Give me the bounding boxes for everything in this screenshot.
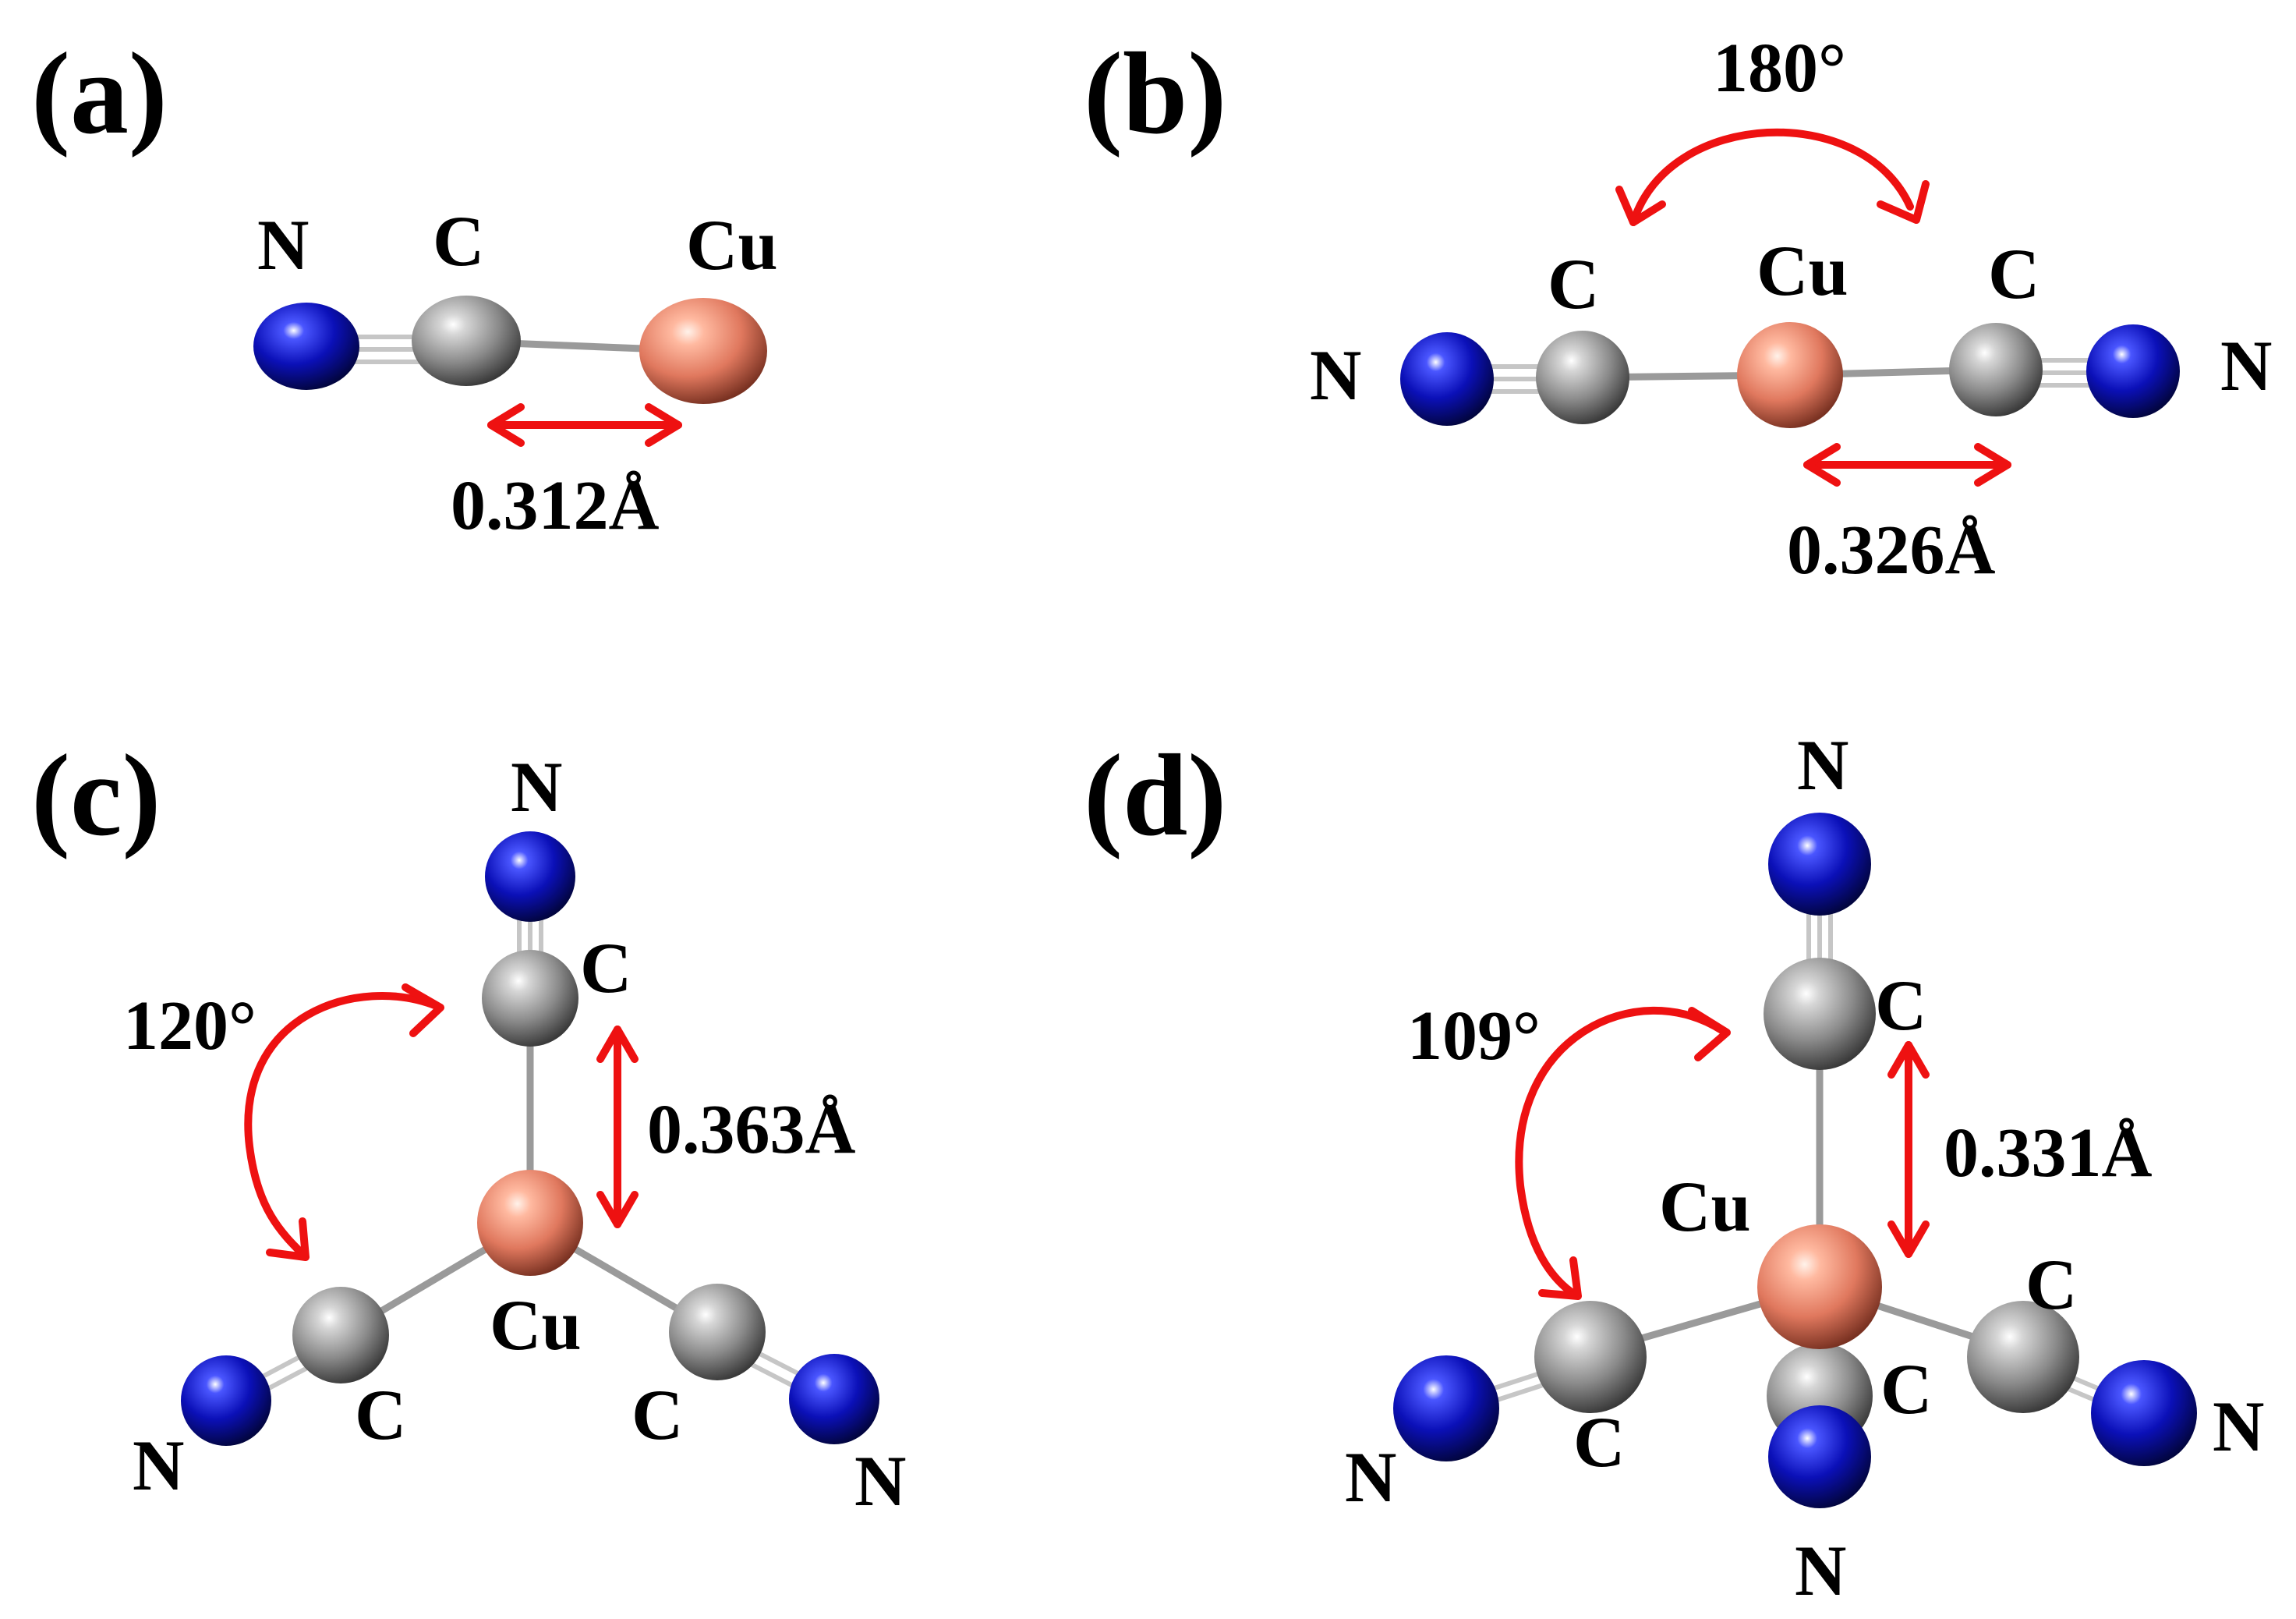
angle-label: 120° xyxy=(123,987,256,1065)
nitrogen-atom xyxy=(789,1354,879,1444)
atom-label-n: N xyxy=(2220,326,2272,406)
carbon-atom xyxy=(1949,323,2043,416)
atom-label-n: N xyxy=(133,1426,184,1505)
panel-d-label: (d) xyxy=(1084,731,1226,860)
panel-a-label: (a) xyxy=(31,29,168,158)
angle-arrow xyxy=(1615,128,1930,226)
carbon-atom xyxy=(482,950,578,1047)
angle-arrow xyxy=(244,983,444,1261)
nitrogen-atom xyxy=(181,1355,271,1446)
atom-label-n: N xyxy=(1797,725,1848,805)
nitrogen-atom xyxy=(2086,324,2180,418)
atom-label-c: C xyxy=(580,928,631,1008)
atom-label-c: C xyxy=(631,1375,683,1454)
atom-label-n: N xyxy=(1795,1531,1846,1610)
atom-label-n: N xyxy=(2213,1387,2264,1466)
atom-label-c: C xyxy=(433,201,484,281)
panel-c: (c) N C Cu C N C N xyxy=(31,731,906,1521)
nitrogen-atom xyxy=(253,303,359,390)
atom-label-c: C xyxy=(1875,965,1926,1045)
atom-label-cu: Cu xyxy=(686,205,778,285)
atom-label-cu: Cu xyxy=(1756,231,1848,310)
copper-atom xyxy=(477,1170,583,1276)
nitrogen-atom xyxy=(1768,813,1871,916)
atom-label-n: N xyxy=(1310,335,1361,415)
angle-label: 180° xyxy=(1713,30,1846,107)
nitrogen-atom xyxy=(1393,1355,1499,1461)
atom-label-cu: Cu xyxy=(490,1285,582,1365)
distance-label: 0.331Å xyxy=(1944,1114,2153,1192)
atom-label-c: C xyxy=(1573,1402,1625,1482)
copper-atom xyxy=(1757,1224,1882,1349)
atom-label-c: C xyxy=(355,1375,406,1454)
panel-c-label: (c) xyxy=(31,731,161,860)
carbon-atom xyxy=(1764,958,1876,1070)
nitrogen-atom xyxy=(1768,1405,1871,1508)
distance-arrow xyxy=(596,1026,639,1228)
nitrogen-atom xyxy=(2091,1360,2197,1466)
distance-arrow xyxy=(1887,1041,1930,1258)
carbon-atom xyxy=(669,1284,766,1380)
carbon-atom xyxy=(292,1287,389,1383)
carbon-atom xyxy=(412,296,521,386)
angle-label: 109° xyxy=(1407,997,1541,1075)
distance-label: 0.363Å xyxy=(647,1091,856,1168)
nitrogen-atom xyxy=(1400,332,1494,426)
carbon-atom xyxy=(1536,331,1629,424)
nitrogen-atom xyxy=(485,831,575,922)
copper-atom xyxy=(639,298,767,404)
atom-label-c: C xyxy=(1988,234,2040,314)
panel-b: (b) 180° N C Cu C N 0. xyxy=(1084,29,2272,589)
atom-label-c: C xyxy=(1548,244,1599,324)
atom-label-c: C xyxy=(1880,1349,1932,1429)
distance-arrow xyxy=(487,403,682,447)
carbon-atom xyxy=(1967,1301,2079,1413)
atom-label-n: N xyxy=(511,747,562,827)
angle-arrow xyxy=(1515,1006,1731,1300)
carbon-atom xyxy=(1534,1301,1647,1413)
panel-d: (d) N C Cu C N C N C xyxy=(1084,725,2264,1610)
copper-atom xyxy=(1737,322,1843,428)
atom-label-n: N xyxy=(257,205,309,285)
atom-label-cu: Cu xyxy=(1659,1167,1751,1246)
atom-label-n: N xyxy=(854,1441,906,1521)
atom-label-n: N xyxy=(1345,1437,1396,1517)
panel-a: (a) N C Cu 0.312Å xyxy=(31,29,778,544)
atom-label-c: C xyxy=(2025,1245,2077,1324)
distance-label: 0.312Å xyxy=(451,467,660,544)
panel-b-label: (b) xyxy=(1084,29,1226,158)
distance-label: 0.326Å xyxy=(1787,512,1996,589)
distance-arrow xyxy=(1803,443,2011,487)
